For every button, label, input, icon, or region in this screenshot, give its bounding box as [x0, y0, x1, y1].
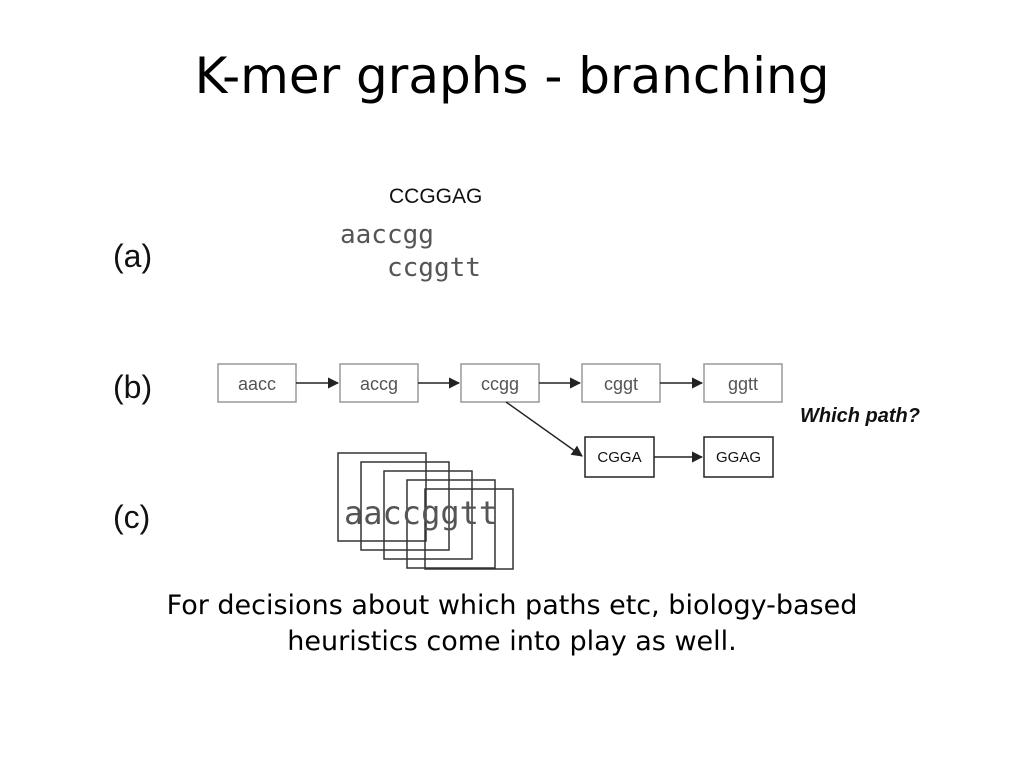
kmer-figure: (a) CCGGAG aaccgg ccggtt (b) aacc accg c…: [113, 185, 920, 570]
stacked-kmers: [337, 452, 514, 570]
kmer-node-2-label: accg: [360, 374, 398, 394]
which-path-label: Which path?: [800, 405, 920, 427]
panel-b-label: (b): [113, 369, 152, 405]
caption-line-1: For decisions about which paths etc, bio…: [166, 590, 858, 621]
branch-node-2-label: GGAG: [716, 449, 761, 466]
kmer-node-1: aacc: [217, 363, 297, 403]
branch-node-2: GGAG: [703, 436, 774, 478]
panel-a-label: (a): [113, 238, 152, 274]
reference-sequence: CCGGAG: [389, 185, 482, 208]
branch-node-1-label: CGGA: [597, 449, 641, 466]
kmer-node-4-label: cggt: [604, 374, 638, 394]
panel-c-label: (c): [113, 499, 150, 535]
kmer-node-3: ccgg: [460, 363, 540, 403]
kmer-node-1-label: aacc: [238, 374, 276, 394]
kmer-node-5: ggtt: [703, 363, 783, 403]
read-2: ccggtt: [387, 253, 481, 283]
read-1: aaccgg: [340, 220, 434, 250]
caption-line-2: heuristics come into play as well.: [287, 626, 737, 657]
kmer-node-5-label: ggtt: [728, 374, 758, 394]
edge-branch: [505, 401, 583, 457]
stacked-sequence: aaccggtt: [344, 494, 498, 532]
kmer-node-3-label: ccgg: [481, 374, 519, 394]
slide-title: K-mer graphs - branching: [194, 47, 830, 105]
caption: For decisions about which paths etc, bio…: [100, 588, 924, 660]
branch-node-1: CGGA: [584, 436, 655, 478]
kmer-node-4: cggt: [581, 363, 661, 403]
kmer-node-2: accg: [339, 363, 419, 403]
